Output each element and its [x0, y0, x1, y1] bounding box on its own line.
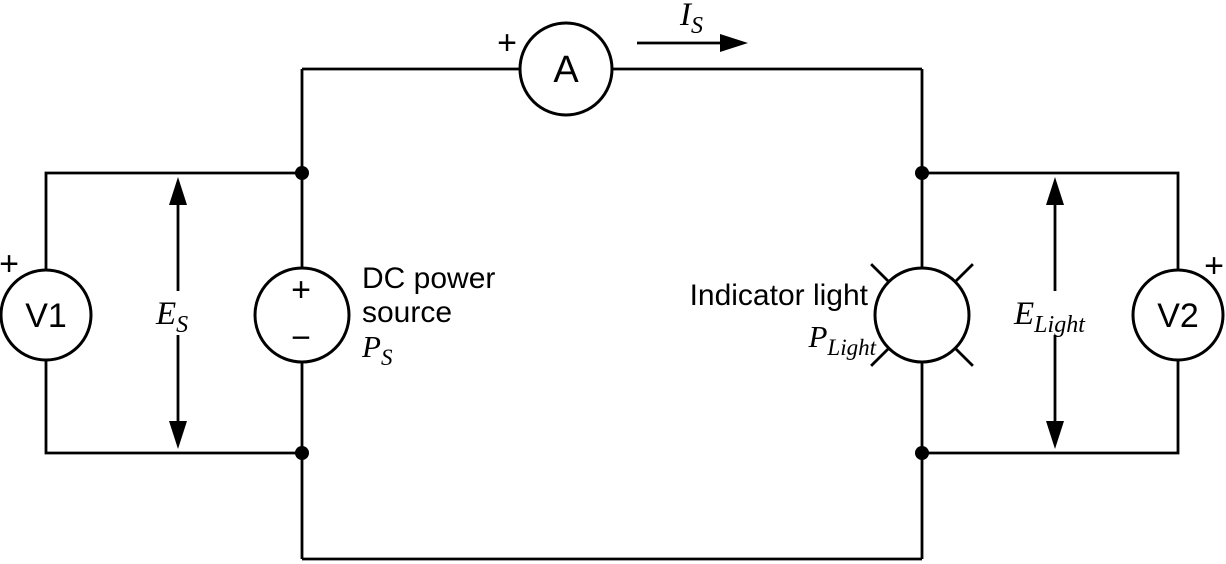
indicator-light: Indicator light PLight: [690, 263, 974, 367]
junction-dot-right-top: [915, 166, 929, 180]
junction-dot-right-bottom: [915, 446, 929, 460]
dc-source-minus-sign: −: [291, 319, 311, 357]
voltmeter-v2-circle: [1131, 268, 1225, 362]
ammeter-plus-sign: +: [497, 24, 517, 62]
indicator-light-rays: [870, 263, 974, 367]
indicator-light-name: Indicator light: [690, 279, 869, 312]
current-arrowhead: [720, 34, 748, 52]
junction-dot-left-top: [295, 166, 309, 180]
dc-source-name-line2: source: [362, 296, 452, 329]
dc-source-plus-sign: +: [291, 271, 311, 309]
current-label: IS: [679, 0, 703, 39]
source-voltage-label-mask: [150, 291, 206, 335]
voltmeter-v2-plus-sign: +: [1204, 247, 1224, 285]
dc-source-circle: [253, 266, 351, 364]
ammeter-circle: [518, 21, 614, 117]
dc-source-power-label: PS: [361, 329, 393, 370]
ammeter: A +: [497, 21, 614, 117]
voltmeter-v1: V1 +: [0, 245, 93, 362]
ammeter-label: A: [553, 49, 579, 91]
dc-power-source: + − DC power source PS: [253, 262, 495, 370]
source-voltage-label: ES: [155, 296, 188, 338]
light-voltage-arrow: ELight: [1008, 177, 1102, 449]
light-voltage-label: ELight: [1013, 296, 1086, 338]
indicator-light-circle: [873, 266, 971, 364]
light-voltage-label-mask: [1008, 291, 1102, 335]
voltmeter-v2-label: V2: [1157, 297, 1199, 335]
dc-source-name-line1: DC power: [362, 262, 495, 295]
source-voltage-arrow: ES: [150, 177, 206, 449]
voltmeter-v1-label: V1: [25, 297, 67, 335]
current-arrow: IS: [637, 0, 748, 52]
junction-dot-left-bottom: [295, 446, 309, 460]
light-voltage-arrowhead-up: [1046, 177, 1064, 205]
light-voltage-arrowhead-down: [1046, 421, 1064, 449]
source-voltage-arrowhead-down: [169, 421, 187, 449]
voltmeter-v1-plus-sign: +: [0, 245, 19, 283]
indicator-light-power-label: PLight: [807, 319, 876, 360]
source-voltage-arrowhead-up: [169, 177, 187, 205]
voltmeter-v2: V2 +: [1131, 247, 1225, 362]
voltmeter-v1-circle: [0, 268, 93, 362]
